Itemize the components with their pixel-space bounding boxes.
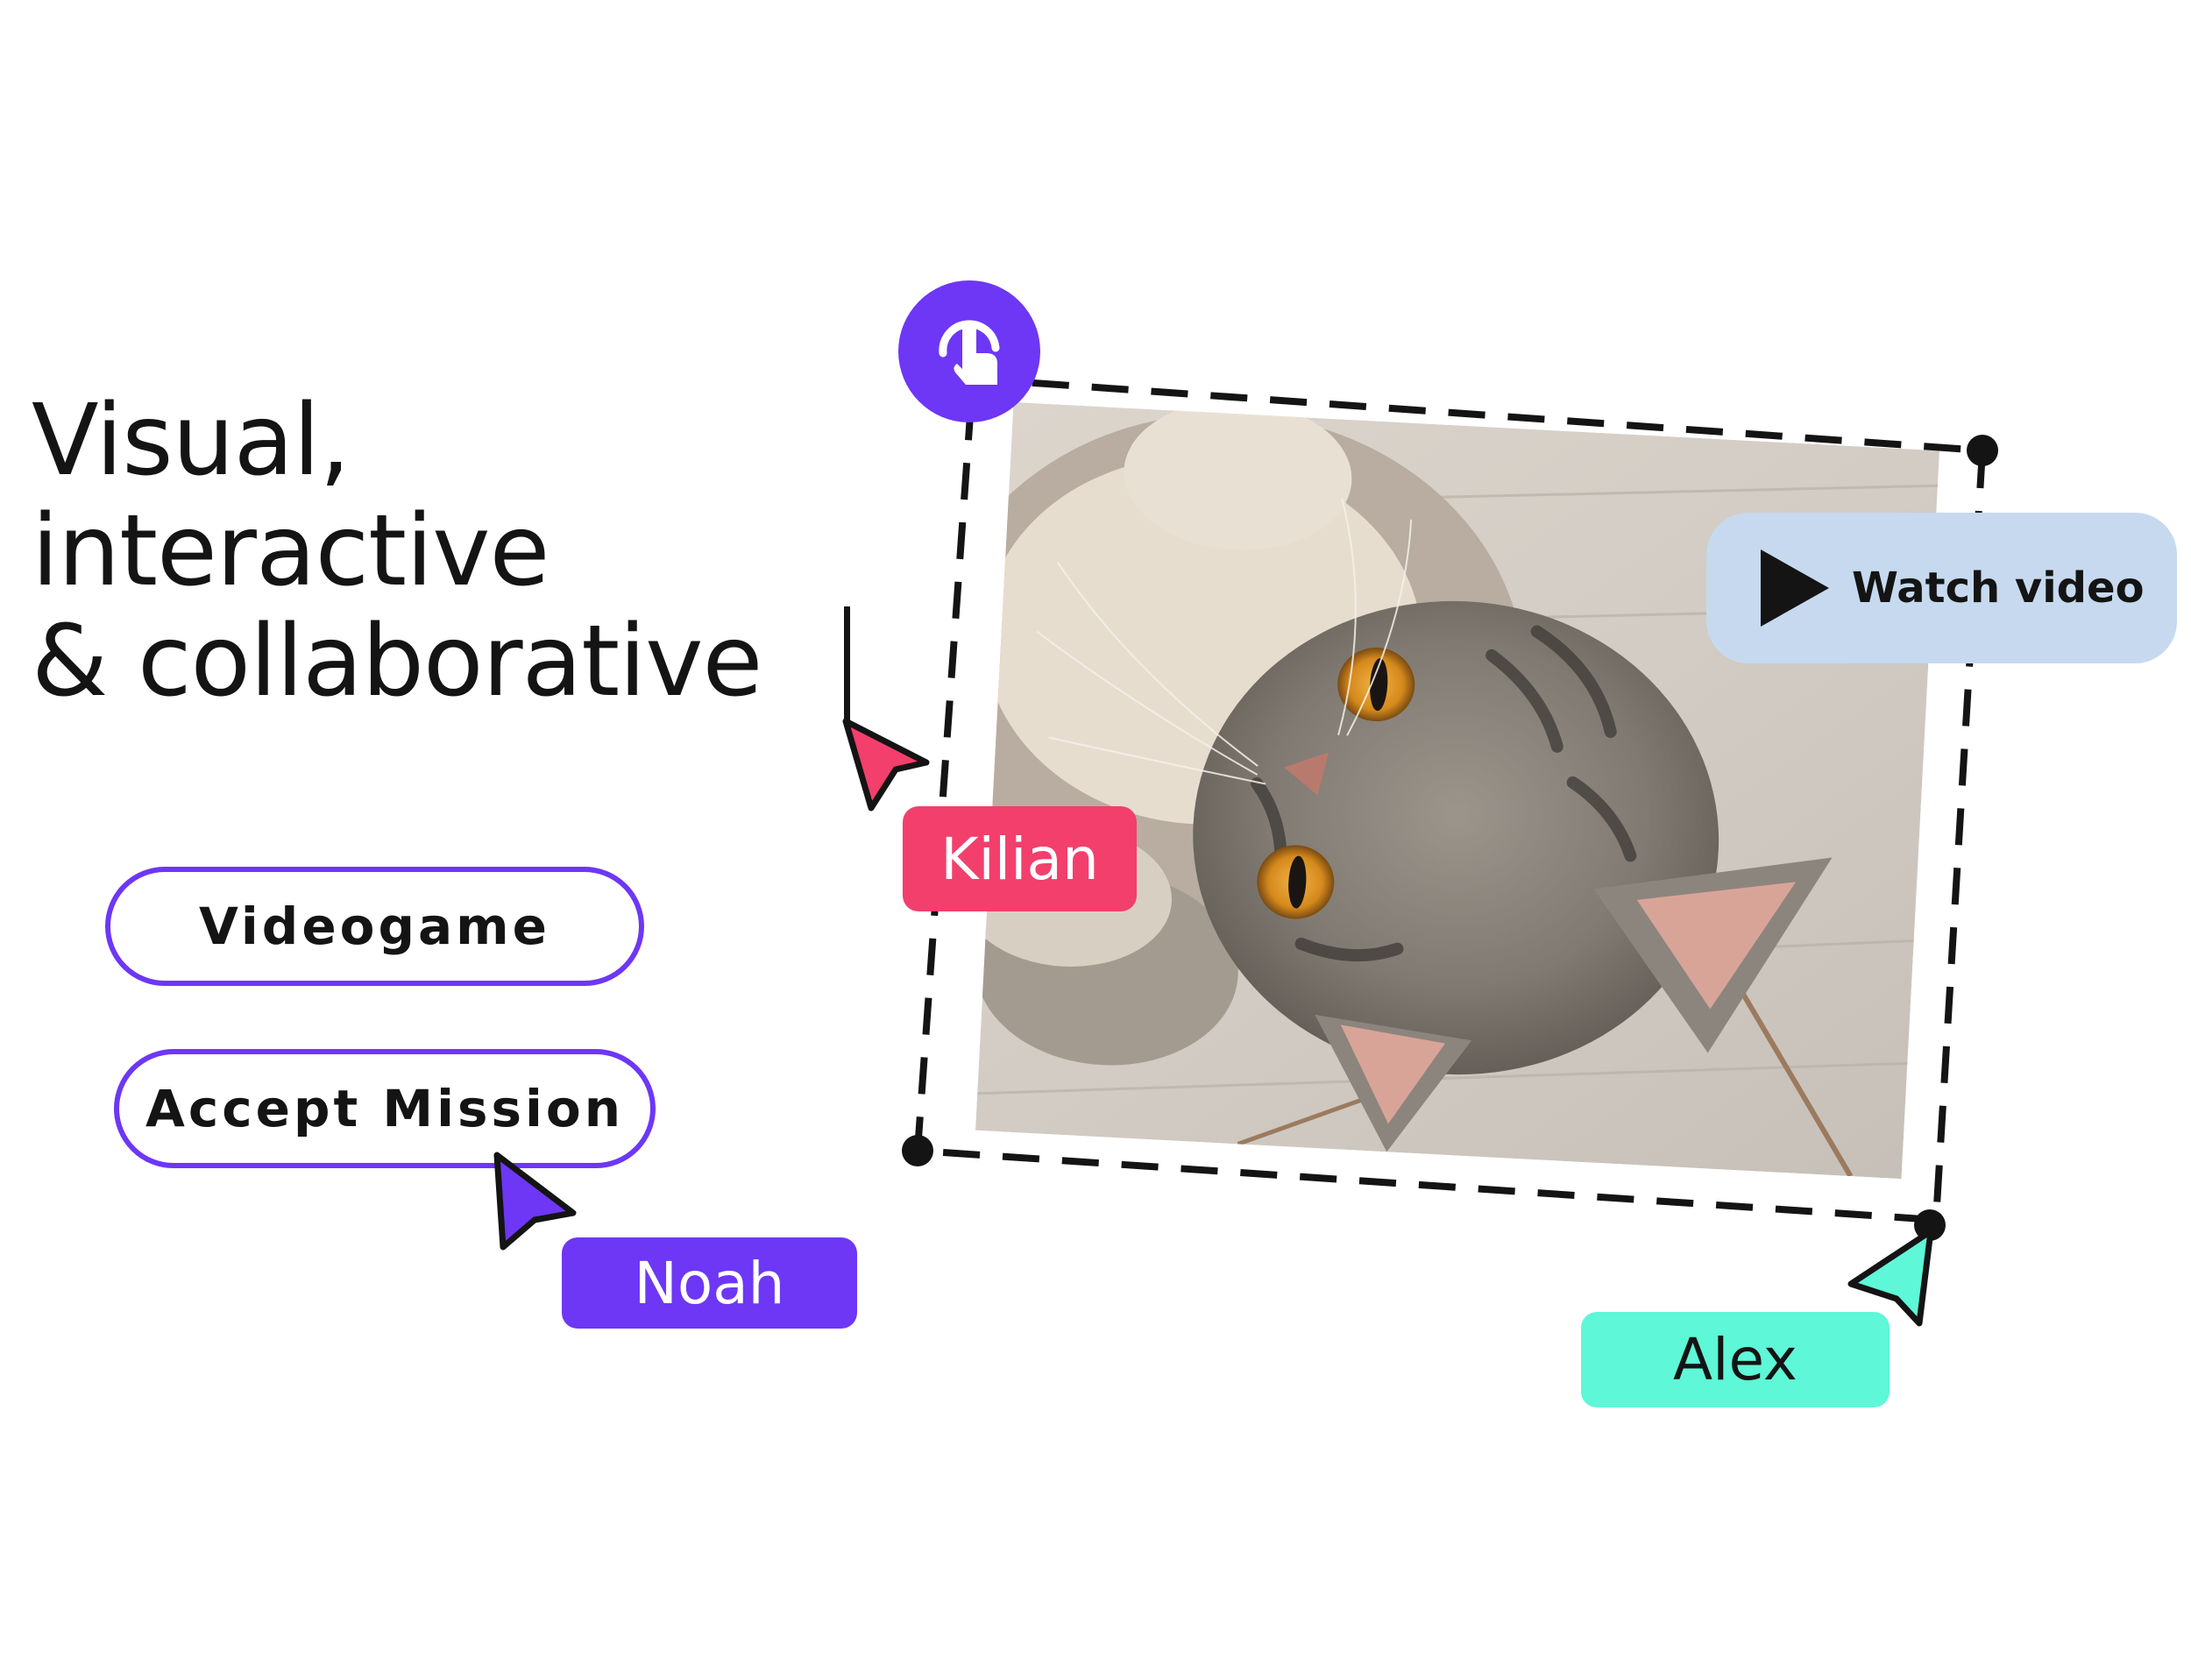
collaborator-tag-noah: Noah [562, 1237, 857, 1329]
resize-handle-bottom-left[interactable] [902, 1135, 933, 1166]
noah-cursor-icon [493, 1152, 577, 1251]
collaborator-tag-alex: Alex [1581, 1312, 1890, 1407]
watch-video-button[interactable]: Watch video [1706, 513, 2177, 663]
accept-mission-button[interactable]: Accept Mission [114, 1049, 656, 1168]
kilian-cursor-icon [842, 718, 930, 812]
collaborator-tag-kilian: Kilian [903, 806, 1137, 911]
resize-handle-bottom-right[interactable] [1914, 1209, 1946, 1241]
headline-line-2: interactive [32, 494, 550, 608]
watch-video-label: Watch video [1852, 564, 2145, 613]
text-cursor-caret [844, 606, 850, 720]
alex-cursor-icon [1847, 1228, 1934, 1327]
resize-handle-top-right[interactable] [1967, 435, 1998, 466]
videogame-button[interactable]: Videogame [105, 867, 644, 986]
interaction-badge[interactable] [898, 280, 1040, 422]
headline-line-3: & collaborative [32, 605, 762, 719]
headline-line-1: Visual, [32, 384, 351, 498]
headline: Visual, interactive & collaborative [32, 386, 762, 717]
tap-hand-icon [939, 320, 1000, 385]
play-icon [1761, 549, 1829, 627]
